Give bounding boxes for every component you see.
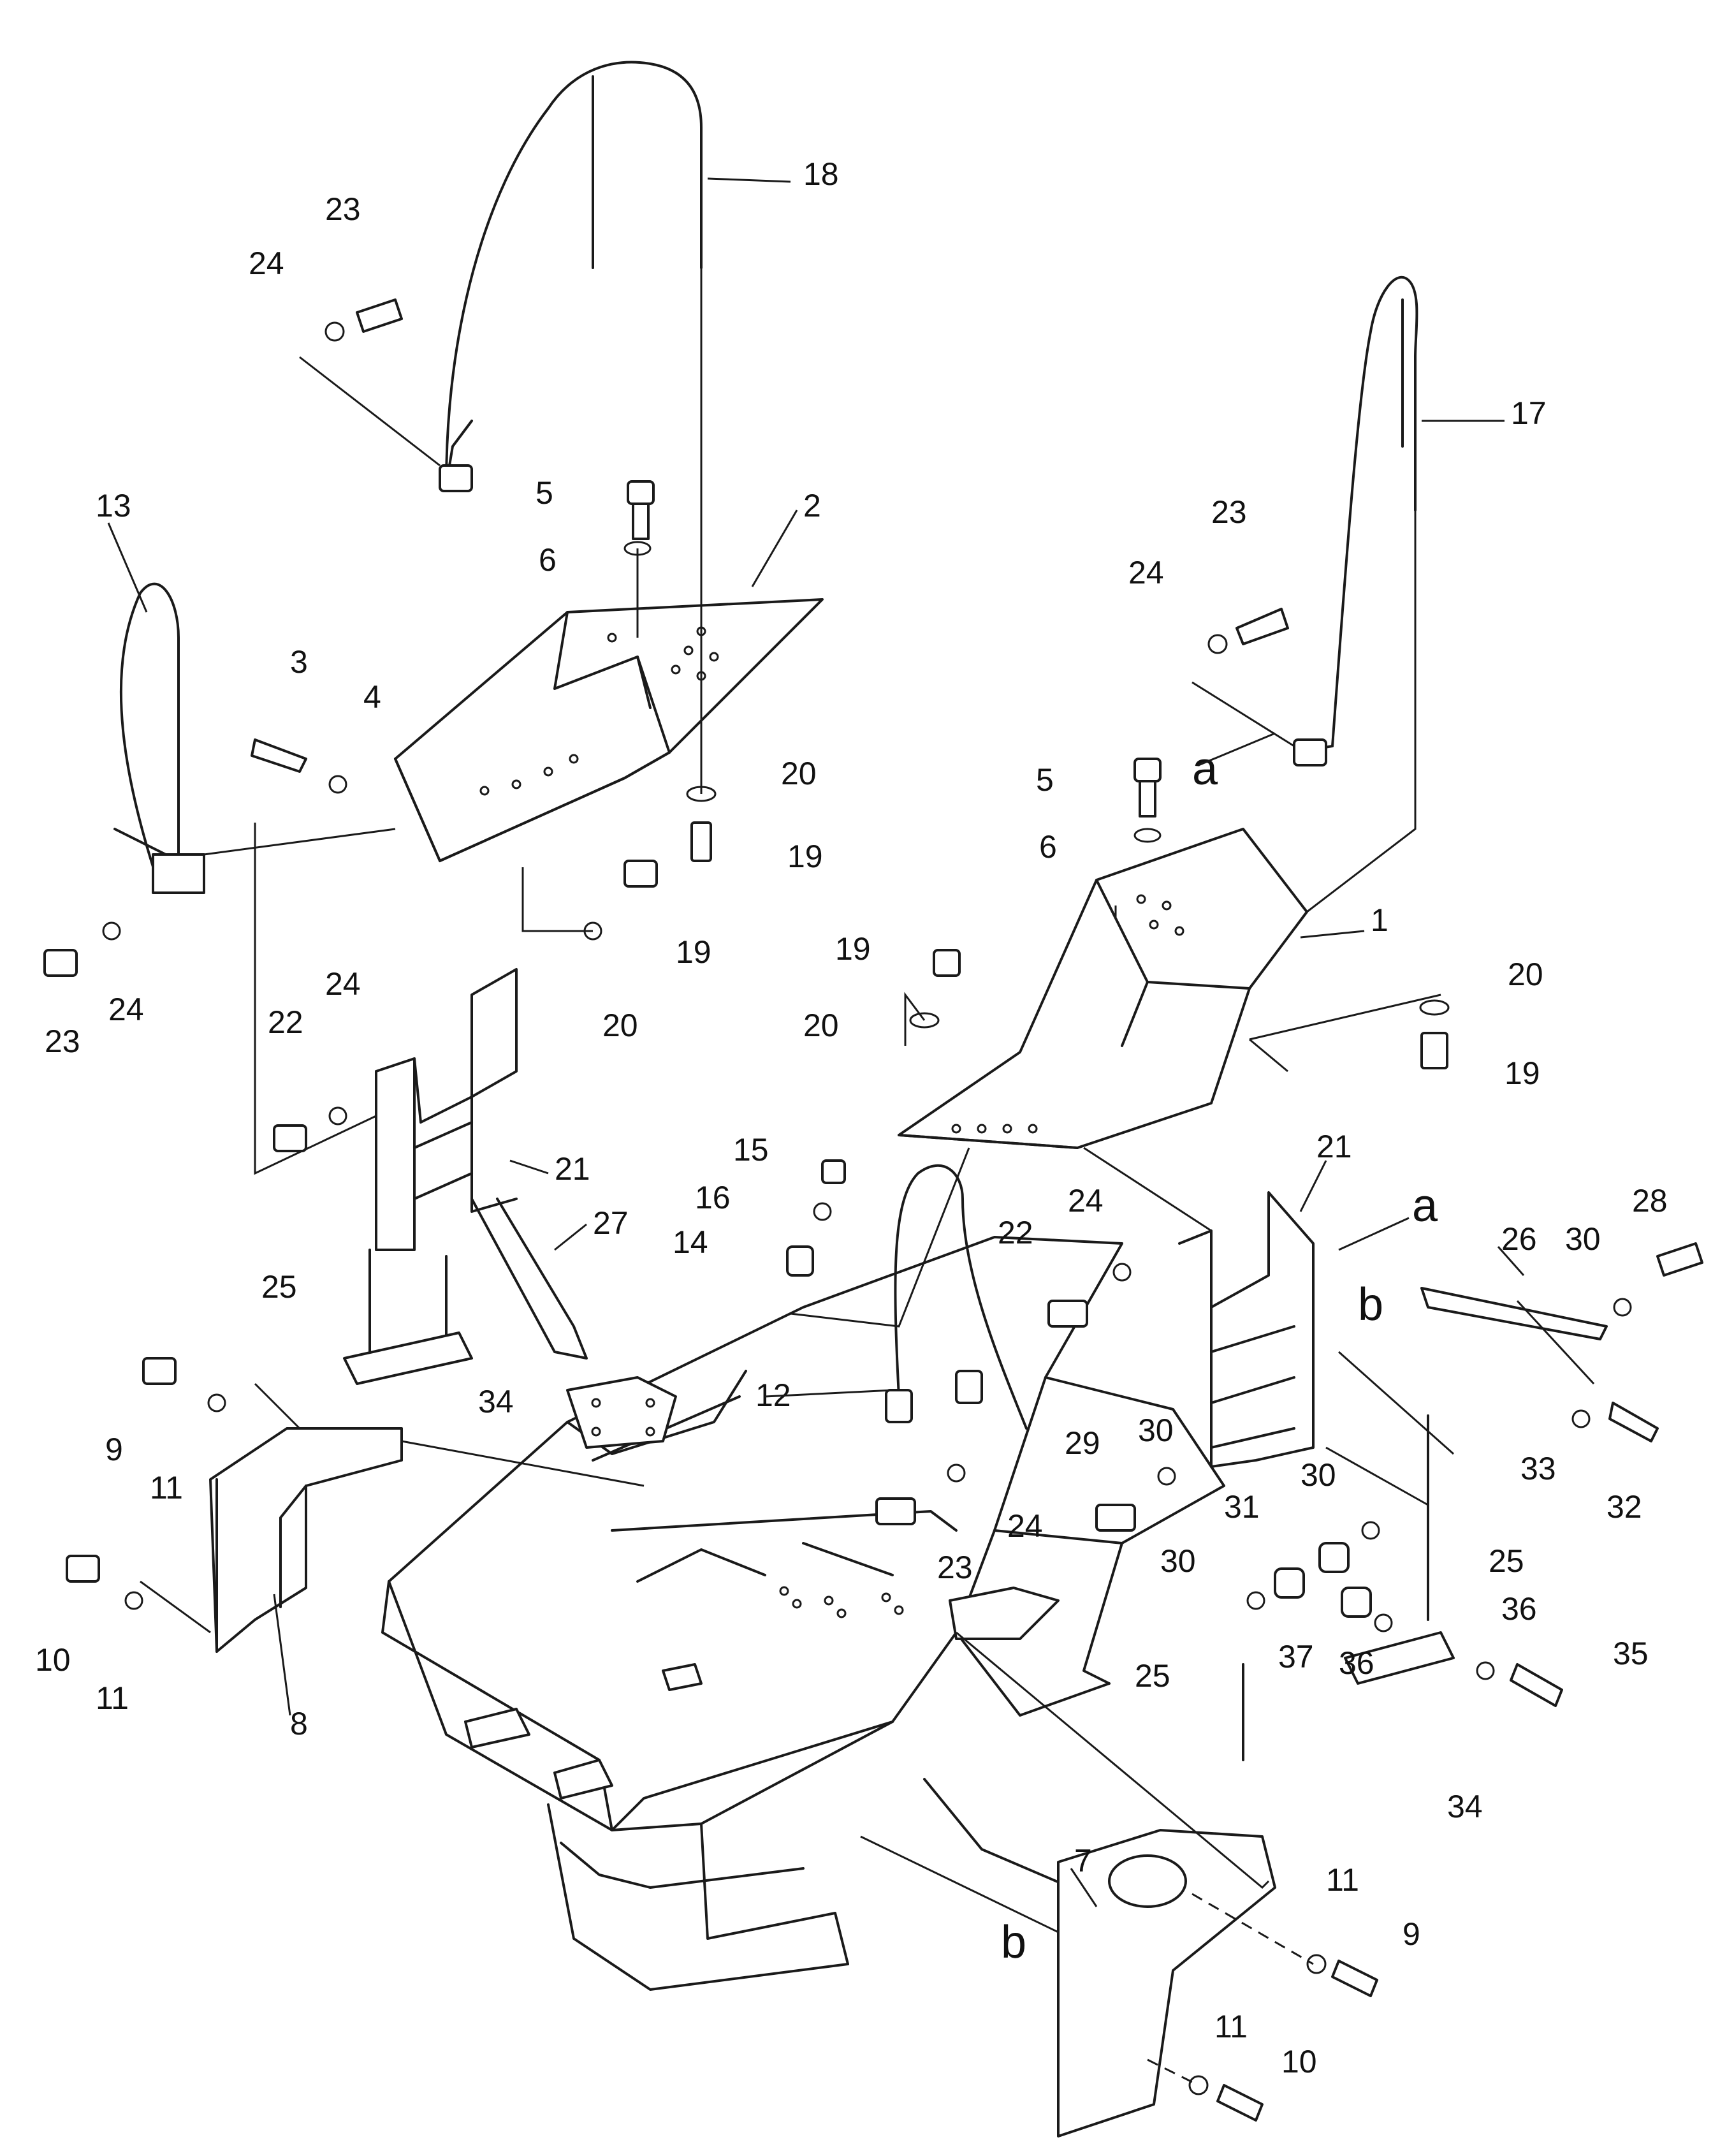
callout-34b: 34: [1447, 1789, 1483, 1824]
step-ladder-21-right: [1178, 1191, 1315, 1468]
view-marker-b: b: [1358, 1279, 1383, 1330]
callout-27: 27: [593, 1205, 629, 1241]
step-ladder-21-left: [375, 968, 588, 1360]
callout-23: 23: [325, 191, 361, 227]
callout-30b: 30: [1565, 1221, 1601, 1257]
callout-11: 11: [150, 1470, 183, 1506]
label-leaders: [107, 177, 1525, 1907]
callout-32: 32: [1607, 1489, 1642, 1525]
callout-37: 37: [1278, 1639, 1314, 1675]
callout-10: 10: [35, 1642, 71, 1678]
callout-20c: 20: [803, 1008, 839, 1043]
callout-2: 2: [803, 488, 821, 524]
callout-24c: 24: [325, 966, 361, 1002]
callout-8: 8: [290, 1706, 308, 1742]
callout-14: 14: [673, 1224, 708, 1260]
callout-19b: 19: [676, 934, 711, 970]
callout-5: 5: [536, 475, 553, 511]
callout-3: 3: [290, 644, 308, 680]
callout-36: 36: [1501, 1591, 1537, 1627]
callout-17: 17: [1511, 395, 1547, 431]
callout-23d: 23: [937, 1550, 973, 1585]
callout-25c: 25: [1135, 1658, 1170, 1694]
callout-24d: 24: [1128, 555, 1164, 590]
callout-4: 4: [363, 679, 381, 715]
view-marker-a: a: [1192, 744, 1218, 795]
callout-19d: 19: [1505, 1055, 1540, 1091]
callout-25b: 25: [1489, 1543, 1524, 1579]
callout-25: 25: [261, 1269, 297, 1305]
callout-20b: 20: [602, 1008, 638, 1043]
view-marker-b-2: b: [1001, 1917, 1026, 1968]
callout-30: 30: [1138, 1412, 1174, 1448]
callout-29: 29: [1065, 1425, 1100, 1461]
callout-11d: 11: [1214, 2009, 1248, 2044]
callout-6: 6: [539, 542, 557, 578]
callout-9: 9: [105, 1432, 123, 1467]
handrail-part-13: [113, 582, 205, 894]
callout-23c: 23: [1211, 494, 1247, 530]
callout-22: 22: [268, 1004, 303, 1040]
fasteners: [43, 298, 1703, 2122]
callout-6b: 6: [1039, 829, 1057, 865]
callout-34: 34: [478, 1384, 514, 1419]
callout-16: 16: [695, 1180, 731, 1215]
callout-23b: 23: [45, 1023, 80, 1059]
callout-18: 18: [803, 156, 839, 192]
callout-10b: 10: [1281, 2044, 1317, 2079]
callout-11c: 11: [1326, 1862, 1359, 1898]
handrail-part-17: [1293, 275, 1418, 766]
callout-19: 19: [787, 839, 823, 874]
callout-9b: 9: [1403, 1916, 1420, 1952]
handrail-part-12: [885, 1164, 1028, 1430]
main-frame: [381, 1236, 1225, 1991]
callout-20: 20: [781, 756, 817, 791]
callout-35: 35: [1613, 1636, 1649, 1671]
assembly-lines: [140, 268, 1595, 2086]
callout-15: 15: [733, 1132, 769, 1168]
callout-7: 7: [1074, 1843, 1092, 1879]
callout-24e: 24: [1068, 1183, 1104, 1219]
callout-20d: 20: [1508, 957, 1543, 992]
callout-36b: 36: [1339, 1645, 1374, 1681]
callout-19c: 19: [835, 931, 871, 967]
cover-part-7: [1057, 1829, 1276, 2138]
callout-11b: 11: [96, 1680, 129, 1716]
view-marker-a-2: a: [1412, 1180, 1438, 1231]
callout-30d: 30: [1160, 1543, 1196, 1579]
callout-28: 28: [1632, 1183, 1668, 1219]
platform-part-1: [898, 828, 1308, 1149]
callout-21b: 21: [1316, 1129, 1352, 1164]
handrail-part-18: [439, 61, 703, 492]
callout-21: 21: [555, 1151, 590, 1187]
callout-30c: 30: [1301, 1457, 1336, 1493]
callout-13: 13: [96, 488, 131, 524]
callout-labels: 1 2 3 4 5 6 5 6 7 8 9 9 10 10 11 11 11 1…: [35, 156, 1668, 2079]
callout-26: 26: [1501, 1221, 1537, 1257]
callout-24: 24: [249, 246, 284, 281]
callout-24b: 24: [108, 992, 144, 1027]
callout-33: 33: [1520, 1451, 1556, 1486]
callout-31: 31: [1224, 1489, 1260, 1525]
callout-1: 1: [1371, 902, 1388, 938]
callout-24f: 24: [1007, 1508, 1043, 1544]
callout-5b: 5: [1036, 762, 1054, 798]
platform-part-2: [394, 598, 824, 862]
callout-22b: 22: [998, 1215, 1033, 1250]
cover-part-8: [209, 1427, 403, 1653]
